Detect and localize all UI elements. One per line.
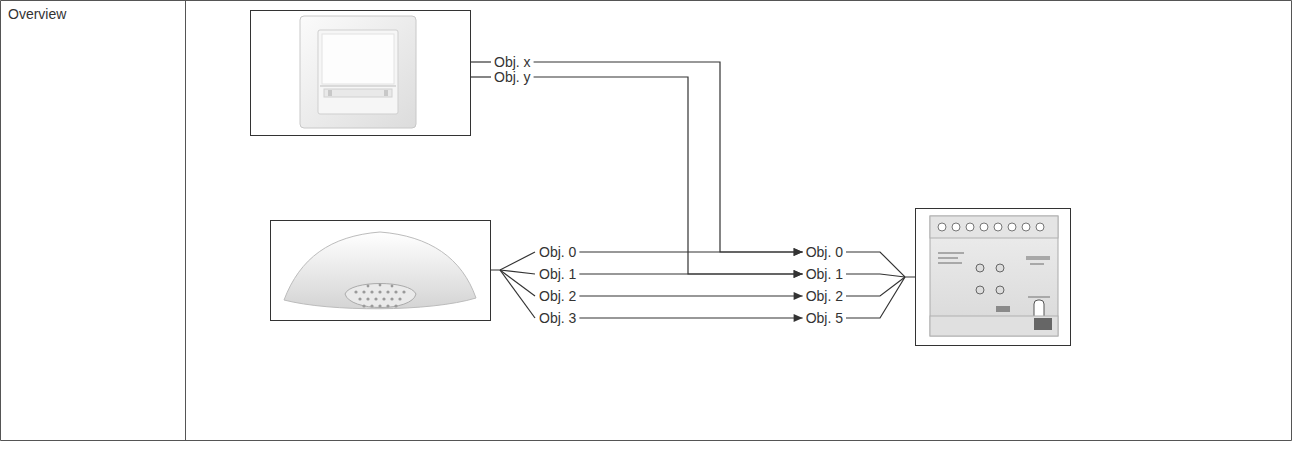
object-name: Obj. 1 [539, 266, 576, 282]
connector [534, 62, 803, 256]
connector [579, 314, 802, 322]
object-label: Obj. 0 [803, 245, 846, 260]
object-name: Obj. 5 [806, 310, 843, 326]
connector [579, 270, 802, 278]
object-name: Obj. 0 [806, 244, 843, 260]
object-name: Obj. 2 [806, 288, 843, 304]
wire [470, 62, 915, 318]
presence-detector-picture [271, 221, 491, 321]
connector [579, 248, 802, 256]
object-label: Obj. 0 [536, 245, 579, 260]
actuator-picture [916, 209, 1071, 346]
connector [579, 292, 802, 300]
push-button-picture [251, 11, 471, 136]
connector [534, 77, 803, 278]
object-name: Obj. y [494, 69, 531, 85]
object-name: Obj. 0 [539, 244, 576, 260]
object-label: Obj. y [491, 70, 534, 85]
object-label: Obj. 2 [803, 289, 846, 304]
table-frame [1, 1, 1292, 441]
object-label: Obj. x [491, 55, 534, 70]
object-name: Obj. 1 [806, 266, 843, 282]
object-label: Obj. 1 [536, 267, 579, 282]
object-name: Obj. 2 [539, 288, 576, 304]
object-label: Obj. 3 [536, 311, 579, 326]
object-label: Obj. 5 [803, 311, 846, 326]
section-label: Overview [8, 6, 66, 22]
object-label: Obj. 1 [803, 267, 846, 282]
object-name: Obj. x [494, 54, 531, 70]
object-name: Obj. 3 [539, 310, 576, 326]
object-label: Obj. 2 [536, 289, 579, 304]
